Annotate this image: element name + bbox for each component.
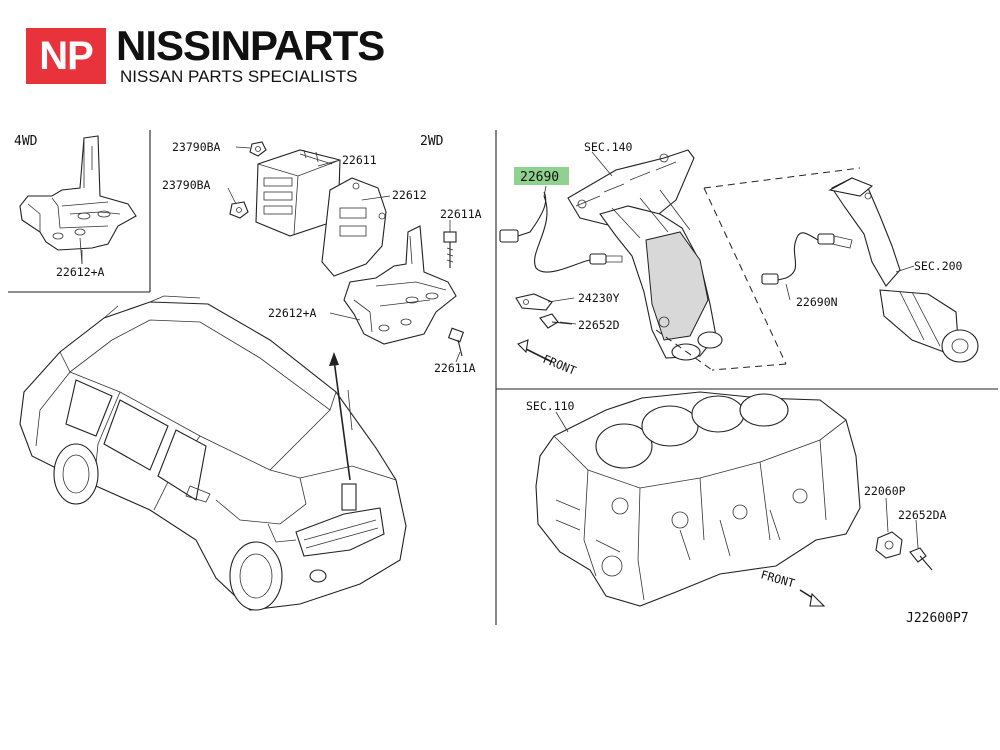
leader-lines-ecm (81, 146, 461, 363)
part-24230y[interactable]: 24230Y (578, 291, 620, 305)
oxygen-sensor-22690n (761, 232, 853, 285)
bolt-22611a-top (443, 231, 457, 268)
bolt-22611a-bottom (447, 327, 465, 357)
label-front-lower: FRONT (759, 567, 796, 590)
front-arrow-upper (517, 339, 553, 363)
part-22652da[interactable]: 22652DA (898, 508, 947, 522)
nut-23790ba-top (249, 141, 267, 157)
leader-lines-engine (555, 411, 919, 549)
nut-23790ba-mid (229, 201, 249, 219)
label-front-upper: FRONT (541, 352, 578, 378)
brand-tagline: NISSAN PARTS SPECIALISTS (120, 67, 358, 86)
diagram-code: J22600P7 (906, 611, 969, 626)
panel-dividers (8, 130, 998, 625)
engine-block (535, 391, 861, 607)
bracket-22612a-center (343, 225, 457, 345)
label-sec-200[interactable]: SEC.200 (914, 259, 963, 273)
part-23790ba-mid[interactable]: 23790BA (162, 178, 211, 192)
part-22611[interactable]: 22611 (342, 153, 377, 167)
label-2wd: 2WD (420, 134, 444, 149)
part-22611a-top[interactable]: 22611A (440, 207, 482, 221)
bracket-4wd (19, 135, 137, 265)
leader-lines-exhaust (543, 151, 915, 325)
part-22652d[interactable]: 22652D (578, 318, 620, 332)
location-arrow (329, 352, 351, 481)
front-arrow-lower (799, 589, 826, 607)
part-22611a-bottom[interactable]: 22611A (434, 361, 476, 375)
ecm-bracket (321, 177, 387, 277)
part-23790ba-top[interactable]: 23790BA (172, 140, 221, 154)
label-sec-110[interactable]: SEC.110 (526, 399, 575, 413)
label-4wd: 4WD (14, 134, 38, 149)
detail-dashed-frame (655, 167, 861, 371)
part-22612[interactable]: 22612 (392, 188, 427, 202)
knock-sensor-22060p (875, 531, 903, 559)
bracket-24230y (515, 293, 553, 311)
vehicle-illustration (19, 295, 407, 611)
part-22060p[interactable]: 22060P (864, 484, 906, 498)
exhaust-manifold (567, 149, 723, 361)
bolt-22652d (539, 313, 573, 329)
bolt-22652da (909, 547, 933, 571)
brand-name: NISSINPARTS (116, 22, 385, 69)
part-22612a-left[interactable]: 22612+A (56, 265, 105, 279)
part-22690[interactable]: 22690 (520, 170, 559, 185)
catalytic-converter (828, 177, 979, 363)
highlight-22690 (514, 167, 569, 185)
label-sec-140[interactable]: SEC.140 (584, 140, 633, 154)
np-logo: NP (26, 28, 106, 84)
part-22690n[interactable]: 22690N (796, 295, 838, 309)
part-22612a-center[interactable]: 22612+A (268, 306, 317, 320)
oxygen-sensor-22690 (499, 191, 623, 273)
